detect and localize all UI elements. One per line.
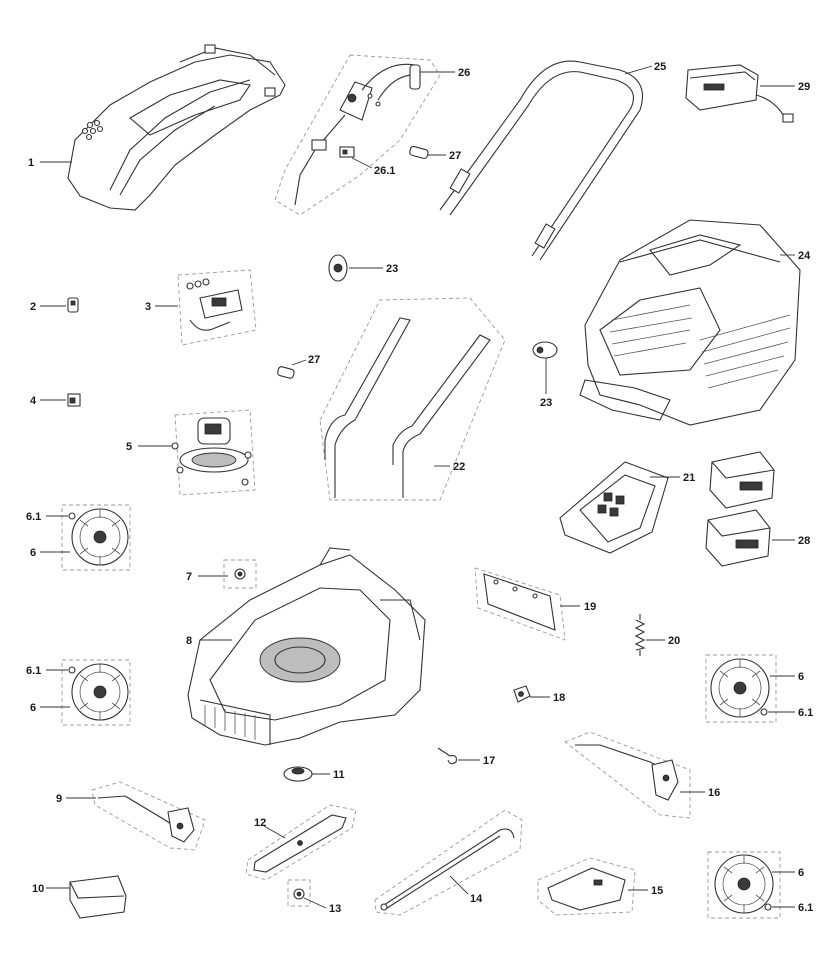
part-12-blade: [245, 804, 357, 881]
part-13-blade-bolt: [287, 879, 327, 909]
part-7-nut: [198, 559, 257, 589]
part-29-charger: [685, 64, 795, 123]
part-4-switch: [40, 393, 81, 407]
callout-19: 19: [584, 601, 596, 613]
part-24-grass-box: [579, 219, 801, 426]
part-16-height-lever: [564, 731, 705, 819]
callout-6-1-right-lower: 6.1: [798, 902, 813, 914]
callout-6-left-upper: 6: [30, 547, 36, 559]
callout-7: 7: [186, 571, 192, 583]
callout-13: 13: [329, 903, 341, 915]
part-1-top-cover: [40, 44, 286, 211]
callout-23-upper: 23: [386, 263, 398, 275]
callout-8: 8: [186, 635, 192, 647]
callout-14: 14: [470, 893, 483, 905]
callout-24: 24: [798, 250, 811, 262]
part-23-knob-lower: [532, 341, 558, 394]
part-25-upper-handle: [439, 60, 653, 261]
callout-4: 4: [30, 395, 37, 407]
callout-26: 26: [458, 67, 470, 79]
callout-16: 16: [708, 787, 720, 799]
part-2-key: [40, 297, 79, 313]
callout-21: 21: [683, 472, 695, 484]
callout-29: 29: [798, 81, 810, 93]
callout-15: 15: [651, 885, 663, 897]
callout-20: 20: [668, 635, 680, 647]
part-26-switch-assembly: [274, 54, 455, 216]
part-27-clip-upper: [409, 145, 446, 160]
part-28-batteries: [705, 451, 795, 567]
callout-26-1: 26.1: [374, 165, 395, 177]
part-21-battery-cover: [559, 461, 680, 554]
callout-3: 3: [145, 301, 151, 313]
callout-9: 9: [56, 793, 62, 805]
part-5-motor: [138, 409, 256, 496]
callout-28: 28: [798, 535, 810, 547]
callout-6-1-left-lower: 6.1: [26, 665, 41, 677]
part-6-wheel-left-upper: [40, 504, 131, 571]
part-19-rear-flap: [474, 567, 580, 641]
part-22-lower-handle: [319, 297, 506, 501]
part-6-wheel-left-lower: [40, 659, 131, 726]
part-17-spring-clip: [437, 747, 480, 765]
part-10-foam-block: [46, 875, 127, 919]
part-18-bracket: [513, 685, 550, 703]
callout-23-lower: 23: [540, 397, 552, 409]
callout-11: 11: [333, 769, 345, 781]
callout-6-right-middle: 6: [798, 671, 804, 683]
callout-6-1-right-middle: 6.1: [798, 707, 813, 719]
callout-5: 5: [126, 441, 132, 453]
callout-12: 12: [254, 817, 266, 829]
part-6-wheel-right-lower: [707, 851, 795, 919]
part-6-wheel-right-middle: [705, 654, 795, 723]
part-15-mulching-plug: [537, 857, 648, 916]
callout-27-upper: 27: [449, 150, 461, 162]
callout-27-middle: 27: [308, 354, 320, 366]
part-23-knob-upper: [328, 254, 383, 282]
callout-6-1-left-upper: 6.1: [26, 511, 41, 523]
part-14-connecting-rod: [374, 809, 523, 916]
callout-18: 18: [553, 692, 565, 704]
callout-1: 1: [28, 157, 34, 169]
callout-2: 2: [30, 301, 36, 313]
part-9-rear-axle: [66, 781, 206, 851]
callout-6-left-lower: 6: [30, 702, 36, 714]
part-11-adapter: [283, 766, 330, 782]
part-8-deck: [187, 547, 426, 746]
part-20-spring: [634, 614, 665, 656]
part-27-clip-middle: [277, 359, 307, 379]
callout-6-right-lower: 6: [798, 867, 804, 879]
part-26-1-connector: [339, 146, 373, 169]
callout-10: 10: [32, 883, 44, 895]
part-3-control-board: [155, 269, 257, 346]
callout-17: 17: [483, 755, 495, 767]
callout-22: 22: [453, 461, 465, 473]
callout-25: 25: [654, 61, 666, 73]
